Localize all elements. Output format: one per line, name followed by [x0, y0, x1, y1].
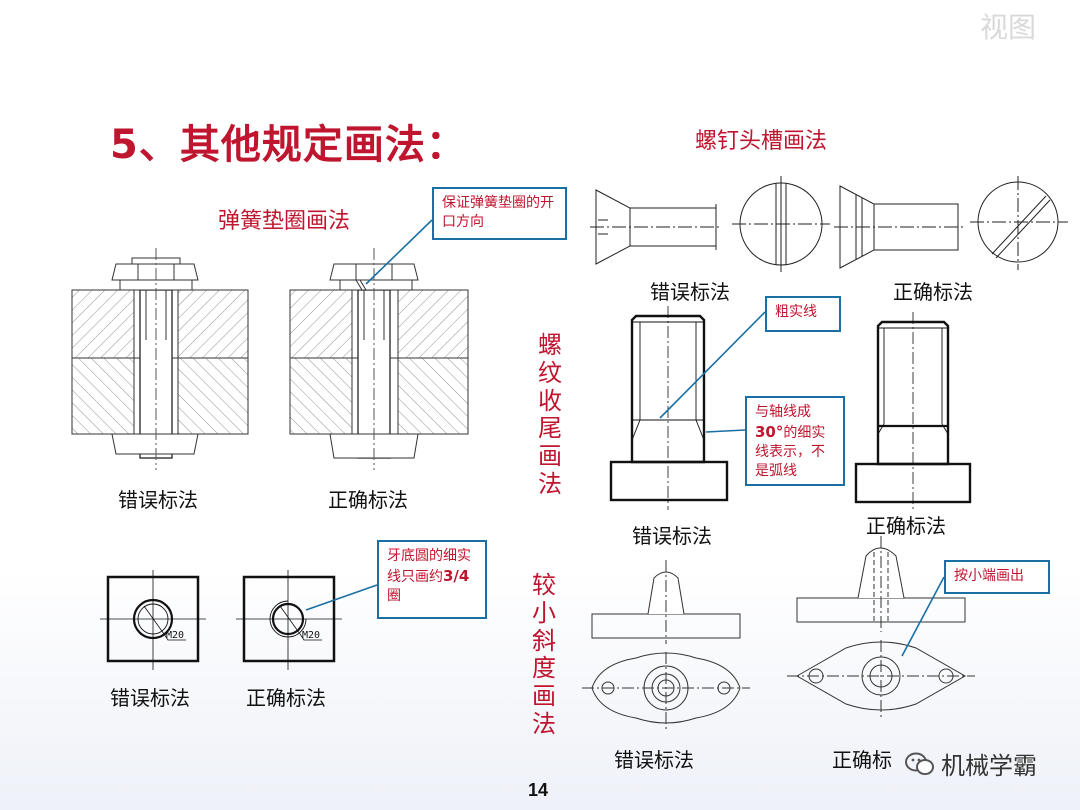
thread-tail-wrong-drawing: [609, 306, 729, 510]
screw-slot-right-drawing: [834, 176, 1068, 270]
circle-right-caption: 正确标法: [246, 686, 326, 710]
callout-30-text-2: 的细实线表示，不是弧线: [755, 424, 826, 479]
slot-right-caption: 正确标法: [893, 280, 973, 304]
leader-spring: [365, 219, 433, 285]
slope-right-caption: 正确标: [832, 748, 892, 772]
callout-30-text-1: 与轴线成: [755, 404, 811, 420]
spring-washer-wrong-drawing: [71, 248, 249, 470]
screw-slot-wrong-drawing: [590, 176, 830, 272]
brand-name: 机械学霸: [941, 752, 1037, 780]
spring-right-caption: 正确标法: [328, 488, 408, 512]
thread-circle-right-drawing: [236, 570, 342, 670]
wechat-icon: [905, 752, 934, 775]
slot-wrong-caption: 错误标法: [650, 280, 730, 304]
leader-small-end: [901, 576, 945, 657]
leader-30: [705, 429, 746, 433]
small-slope-heading: 较小斜度画法: [532, 571, 556, 739]
callout-small-end: 按小端画出: [944, 560, 1050, 594]
leader-circle: [305, 584, 378, 611]
thread-tail-right-drawing: [854, 312, 972, 512]
callout-thread-circle: 牙底圆的细实线只画约3/4 圈: [377, 540, 487, 619]
spring-washer-right-drawing: [289, 248, 469, 470]
callout-thick-line: 粗实线: [765, 296, 841, 332]
spring-wrong-caption: 错误标法: [118, 488, 198, 512]
m20-label-wrong: M20: [166, 630, 184, 641]
callout-circle-text-1: 牙底圆的细实线只画约: [387, 548, 471, 585]
watermark-text: 视图: [980, 11, 1037, 44]
callout-circle-bold: 3/4: [443, 566, 470, 585]
callout-30-bold: 30°: [755, 422, 784, 441]
small-slope-wrong-drawing: [582, 560, 750, 730]
thread-circle-wrong-drawing: [100, 570, 206, 670]
circle-wrong-caption: 错误标法: [110, 686, 190, 710]
tail-wrong-caption: 错误标法: [632, 524, 712, 548]
page-number: 14: [528, 780, 549, 800]
callout-spring-opening: 保证弹簧垫圈的开口方向: [432, 187, 567, 240]
thread-tail-heading: 螺纹收尾画法: [538, 331, 562, 499]
slope-wrong-caption: 错误标法: [614, 748, 694, 772]
callout-30-degree: 与轴线成 30°的细实线表示，不是弧线: [745, 396, 845, 486]
brand-watermark: 机械学霸: [905, 746, 1037, 781]
page-title: 5、其他规定画法：: [110, 122, 467, 168]
screw-slot-heading: 螺钉头槽画法: [695, 129, 828, 154]
m20-label-right: M20: [302, 630, 320, 641]
spring-washer-heading: 弹簧垫圈画法: [218, 209, 351, 234]
callout-circle-text-2: 圈: [387, 587, 401, 604]
tail-right-caption: 正确标法: [866, 514, 946, 538]
